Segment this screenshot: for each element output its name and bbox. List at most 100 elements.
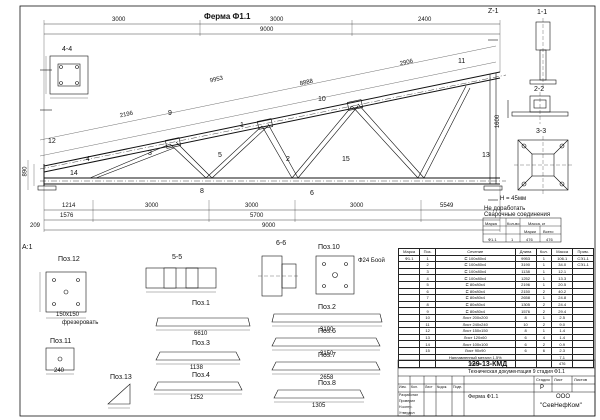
spec-cell: 6 <box>535 346 553 355</box>
spec-cell <box>397 320 421 329</box>
dim-3000b: 3000 <box>245 203 259 209</box>
spec-cell: 1138 <box>514 267 537 276</box>
spec-cell: 1 <box>535 254 553 263</box>
spec-cell: 2.3 <box>551 346 574 355</box>
spec-cell: СЭ1-1 <box>572 261 594 269</box>
spec-cell: 1 <box>535 261 553 269</box>
spec-cell <box>572 333 594 342</box>
spec-cell: 3190 <box>514 261 537 269</box>
spec-cell: 11 <box>419 320 436 329</box>
spec-cell: 20.5 <box>551 280 574 289</box>
spec-cell: Лист 90х90 <box>434 346 516 355</box>
spec-header-row: Марка Поз. Сечение Длина Кол. Масса Прим… <box>397 248 594 256</box>
spec-small-r2: 1 <box>511 237 514 242</box>
spec-cell: 13 <box>419 333 436 342</box>
tb-role-2: Проверил <box>399 399 416 403</box>
dim-h-890: 890 <box>22 166 29 177</box>
spec-cell: ⊏ 80х80х4 <box>434 280 516 289</box>
spec-row: Наплавленный металл 1.5%7.1 <box>397 353 594 362</box>
member-1: 1 <box>240 122 244 129</box>
spec-cell <box>397 300 421 309</box>
sheet-name: Ферма Ф1.1 <box>468 394 499 400</box>
spec-cell: ⊏ 100х80х4 <box>434 254 516 263</box>
spec-h-section: Сечение <box>434 248 516 256</box>
dim-1214: 1214 <box>62 203 76 209</box>
detail-poz6-label: Поз.6 <box>318 328 336 335</box>
stage-header: Стадия <box>536 377 550 382</box>
spec-cell: 12.1 <box>551 267 574 276</box>
welds-note: Сварочные соединения <box>484 212 551 218</box>
spec-cell: 14 <box>419 340 436 348</box>
detail-poz1-len: 6610 <box>194 331 208 337</box>
member-6: 6 <box>310 190 314 197</box>
spec-cell: 9953 <box>514 254 537 263</box>
detail-poz13 <box>107 383 131 409</box>
section-4-4 <box>45 55 89 99</box>
spec-cell: 2 <box>419 261 436 269</box>
spec-cell <box>397 346 421 355</box>
spec-cell: 2 <box>535 320 553 329</box>
spec-cell: 106.1 <box>551 254 574 263</box>
spec-cell: 29.4 <box>551 307 574 315</box>
spec-cell <box>397 267 421 276</box>
spec-cell: 1305 <box>514 300 537 309</box>
company-1: ООО <box>556 394 571 400</box>
detail-poz11 <box>45 347 75 375</box>
stage-value: Р <box>540 385 545 391</box>
tb-col-doc: №док. <box>437 385 448 389</box>
spec-h-note: Прим. <box>572 248 594 256</box>
section-label-2-2: 2-2 <box>534 86 545 93</box>
spec-h-length: Длина <box>514 248 537 256</box>
dim-3000a: 3000 <box>145 203 159 209</box>
spec-table: Марка Поз. Сечение Длина Кол. Масса Прим… <box>397 248 594 368</box>
tb-col-kol: Кол. <box>411 385 418 389</box>
spec-cell <box>572 340 594 348</box>
spec-cell: 24.4 <box>551 300 574 309</box>
truss-main <box>27 20 509 232</box>
sheet-header: Лист <box>554 377 563 382</box>
spec-cell: 10 <box>514 320 537 329</box>
sheets-header: Листов <box>574 377 587 382</box>
dim-5549: 5549 <box>440 203 454 209</box>
spec-cell: Ф1.1 <box>397 254 421 263</box>
dim-top-mid: 3000 <box>270 17 284 23</box>
spec-cell: Лист 200х200 <box>434 313 516 322</box>
spec-cell: 1576 <box>514 307 537 315</box>
spec-cell <box>397 307 421 315</box>
spec-cell: 2658 <box>514 294 537 302</box>
spec-small-h3: Масса, кг <box>528 221 546 226</box>
spec-small-frame <box>482 217 562 243</box>
spec-cell: 3 <box>419 267 436 276</box>
detail-poz11-label: Поз.11 <box>50 338 72 345</box>
tb-col-list: Лист <box>425 385 433 389</box>
dim-3000c: 3000 <box>350 203 364 209</box>
spec-cell: ⊏ 80х80х4 <box>434 287 516 296</box>
tb-col-izm: Изм. <box>399 385 407 389</box>
spec-cell: Лист 150х150 <box>434 327 516 335</box>
spec-cell <box>572 346 594 355</box>
spec-small-h1: Марка <box>485 221 497 226</box>
spec-cell <box>572 353 594 362</box>
spec-cell <box>535 360 553 368</box>
section-label-z: Z-1 <box>488 8 499 15</box>
section-1-1 <box>529 18 557 90</box>
spec-cell <box>572 307 594 315</box>
spec-cell: 5 <box>419 280 436 289</box>
tb-role-3: Н.контр. <box>399 405 413 409</box>
company-2: "СевНефКом" <box>540 402 582 409</box>
detail-poz10-note: Ф24 Боой <box>358 258 385 264</box>
scale-note: А:1 <box>22 244 33 251</box>
spec-cell: ⊏ 100х80х4 <box>434 261 516 269</box>
detail-poz4-len: 1252 <box>190 395 204 401</box>
detail-poz10-label: Поз.10 <box>318 244 340 251</box>
member-5: 5 <box>218 152 222 159</box>
spec-cell: 2.5 <box>551 313 574 322</box>
spec-cell: 6 <box>514 333 537 342</box>
spec-cell: 1252 <box>514 274 537 282</box>
spec-cell <box>397 327 421 335</box>
